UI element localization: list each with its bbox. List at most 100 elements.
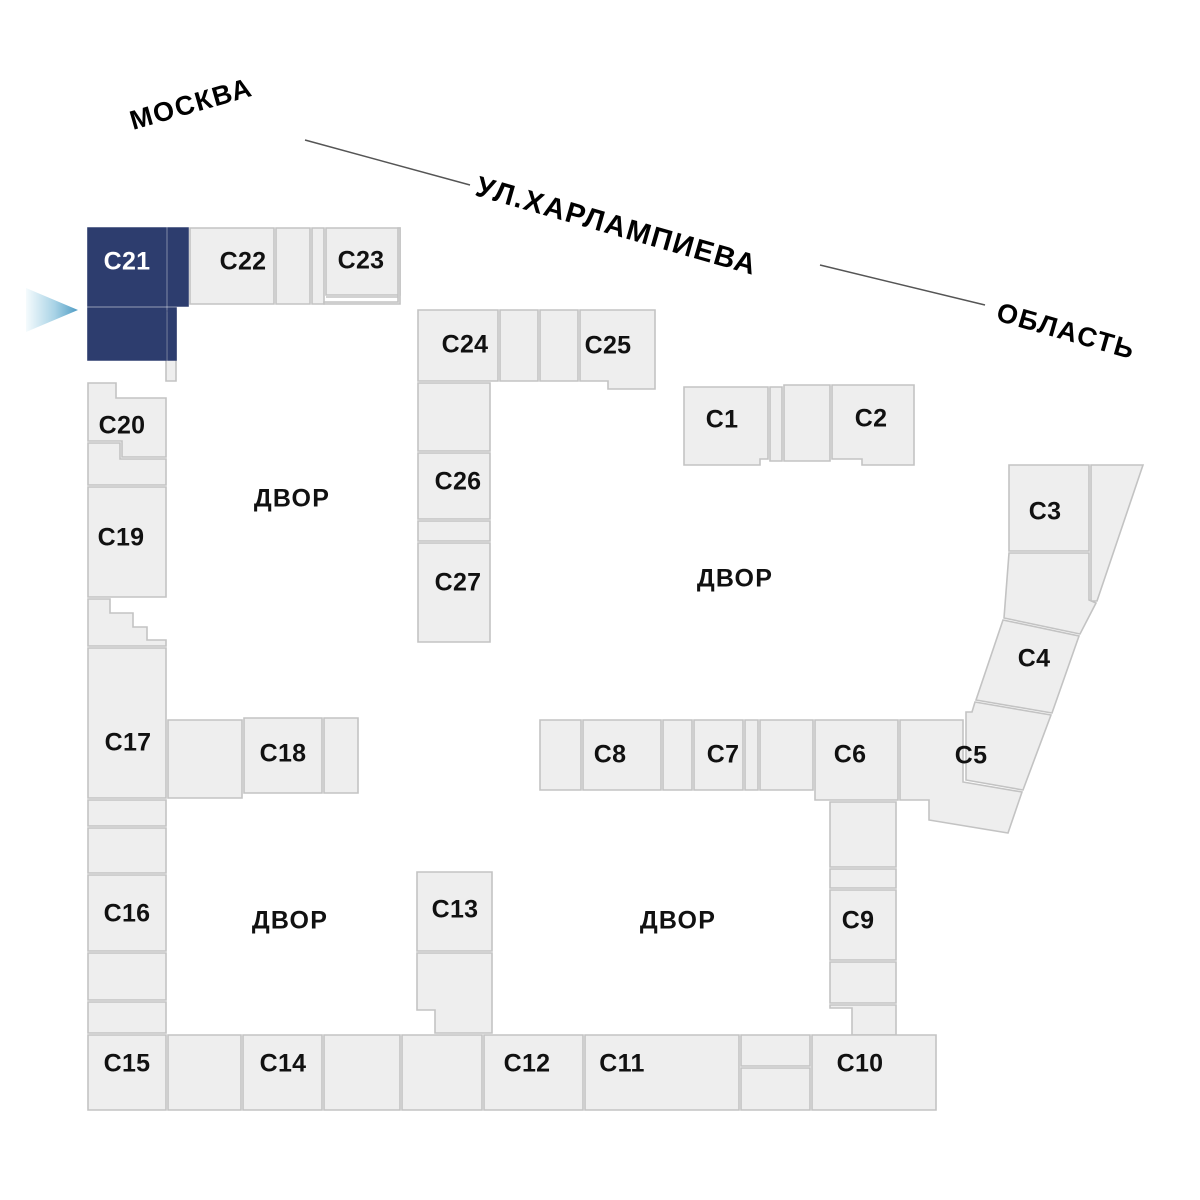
building-block-c17b[interactable] xyxy=(167,719,243,799)
building-block-c6[interactable] xyxy=(814,719,899,801)
building-block-c16e[interactable] xyxy=(87,799,167,827)
building-block-c16b[interactable] xyxy=(87,952,167,1001)
courtyard-label: ДВОР xyxy=(252,907,328,935)
building-block-c1b[interactable] xyxy=(769,386,783,462)
building-block-c13[interactable] xyxy=(416,871,493,952)
building-block-c4b[interactable] xyxy=(965,701,1053,791)
building-block-c24c[interactable] xyxy=(539,309,579,382)
building-block-c16d[interactable] xyxy=(87,827,167,874)
building-block-c3[interactable] xyxy=(1008,464,1090,552)
building-block-c1[interactable] xyxy=(683,386,769,466)
building-block-c20[interactable] xyxy=(87,382,167,458)
building-block-c3c[interactable] xyxy=(1003,552,1098,635)
building-block-c27b[interactable] xyxy=(417,520,491,542)
courtyard-label: ДВОР xyxy=(254,485,330,513)
building-block-c12[interactable] xyxy=(483,1034,584,1111)
building-block-c24[interactable] xyxy=(417,309,499,382)
building-block-c10c[interactable] xyxy=(740,1067,811,1111)
building-block-c11[interactable] xyxy=(584,1034,740,1111)
building-block-c15b[interactable] xyxy=(167,1034,242,1111)
block-label-c4: C4 xyxy=(1018,645,1051,673)
building-block-c26b[interactable] xyxy=(417,382,491,452)
building-block-c23c[interactable] xyxy=(323,227,401,305)
building-block-c9c[interactable] xyxy=(829,801,897,868)
courtyard-label: ДВОР xyxy=(697,565,773,593)
blocks-layer xyxy=(87,227,1145,1111)
building-block-c15[interactable] xyxy=(87,1034,167,1111)
building-block-c4[interactable] xyxy=(974,619,1081,714)
building-block-c5[interactable] xyxy=(899,719,1024,834)
building-block-c14b[interactable] xyxy=(323,1034,401,1111)
building-block-c8[interactable] xyxy=(582,719,662,791)
block-label-c11: C11 xyxy=(599,1050,644,1078)
block-label-c14: C14 xyxy=(260,1050,307,1078)
leader-line-moscow xyxy=(304,139,471,186)
building-block-c24b[interactable] xyxy=(499,309,539,382)
block-label-c1: C1 xyxy=(706,406,739,434)
building-block-c16c[interactable] xyxy=(87,1001,167,1034)
building-block-c16[interactable] xyxy=(87,874,167,952)
block-label-c19: C19 xyxy=(98,524,145,552)
courtyard-label: ДВОР xyxy=(640,907,716,935)
building-block-c9e[interactable] xyxy=(829,1004,897,1036)
building-block-c7b[interactable] xyxy=(744,719,759,791)
block-label-c12: C12 xyxy=(504,1050,551,1078)
building-block-c18b[interactable] xyxy=(323,717,359,794)
building-block-c20b[interactable] xyxy=(87,442,167,486)
building-block-c21c[interactable] xyxy=(87,307,167,361)
block-label-c22: C22 xyxy=(220,248,267,276)
building-block-c21[interactable] xyxy=(87,227,167,307)
building-block-c10[interactable] xyxy=(811,1034,937,1111)
building-block-c8b[interactable] xyxy=(662,719,693,791)
building-block-c12b[interactable] xyxy=(401,1034,483,1111)
building-block-c26[interactable] xyxy=(417,452,491,520)
building-block-c2[interactable] xyxy=(831,384,915,466)
building-block-c10b[interactable] xyxy=(740,1034,811,1067)
block-label-c5: C5 xyxy=(955,742,988,770)
block-label-c25: C25 xyxy=(585,332,632,360)
building-block-c22[interactable] xyxy=(189,227,275,305)
building-block-c21b[interactable] xyxy=(167,227,189,307)
selection-arrow-icon[interactable] xyxy=(26,288,78,332)
building-block-c1c[interactable] xyxy=(783,384,831,462)
building-block-c25[interactable] xyxy=(579,309,656,390)
building-block-c18[interactable] xyxy=(243,717,323,794)
building-block-c22b[interactable] xyxy=(275,227,311,305)
building-block-c9d[interactable] xyxy=(829,961,897,1004)
building-block-c27[interactable] xyxy=(417,542,491,643)
block-label-c15: C15 xyxy=(104,1050,151,1078)
block-label-c16: C16 xyxy=(104,900,151,928)
building-block-c9b[interactable] xyxy=(829,868,897,889)
block-label-c26: C26 xyxy=(435,468,482,496)
block-label-c13: C13 xyxy=(432,896,479,924)
block-label-c3: C3 xyxy=(1029,498,1062,526)
block-label-c7: C7 xyxy=(707,741,740,769)
building-block-c7[interactable] xyxy=(693,719,744,791)
building-block-c3b[interactable] xyxy=(1090,464,1145,602)
block-label-c6: C6 xyxy=(834,741,867,769)
block-label-c18: C18 xyxy=(260,740,307,768)
building-block-c14[interactable] xyxy=(242,1034,323,1111)
building-block-c9[interactable] xyxy=(829,889,897,961)
block-label-c9: C9 xyxy=(842,907,875,935)
block-label-c21: C21 xyxy=(104,248,151,276)
building-block-c19[interactable] xyxy=(87,486,167,598)
building-block-c17[interactable] xyxy=(87,647,167,799)
street-name-label: УЛ.ХАРЛАМПИЕВА xyxy=(472,171,761,282)
block-label-c17: C17 xyxy=(105,729,152,757)
direction-label-moscow: МОСКВА xyxy=(126,72,256,136)
courtyard-labels-layer: ДВОР ДВОР ДВОР ДВОР xyxy=(252,485,773,935)
block-label-c27: C27 xyxy=(435,569,482,597)
block-label-c24: C24 xyxy=(442,331,489,359)
building-block-c21d[interactable] xyxy=(167,307,177,361)
selection-arrow[interactable] xyxy=(26,288,78,332)
building-block-c6b[interactable] xyxy=(759,719,814,791)
building-block-c13b[interactable] xyxy=(416,952,493,1034)
building-block-c19b[interactable] xyxy=(87,598,167,647)
leader-line-oblast xyxy=(819,264,986,306)
building-block-c8c[interactable] xyxy=(539,719,582,791)
building-block-c22c[interactable] xyxy=(311,227,325,305)
